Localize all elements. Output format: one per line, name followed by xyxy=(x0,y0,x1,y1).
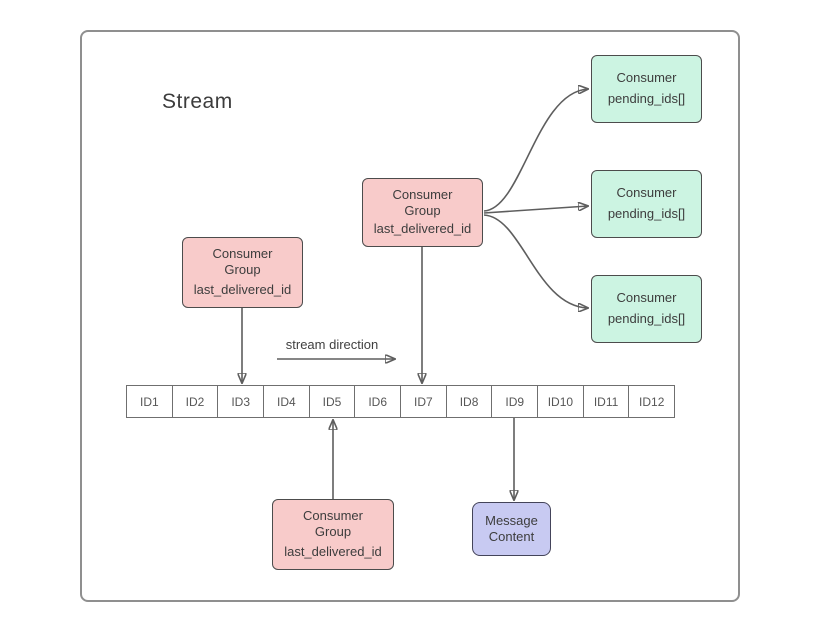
consumer-box-2: Consumer pending_ids[] xyxy=(591,170,702,238)
message-content-line2: Content xyxy=(488,529,535,544)
stream-id-cell: ID11 xyxy=(582,386,629,417)
consumer-box-1: Consumer pending_ids[] xyxy=(591,55,702,123)
stream-id-cell: ID12 xyxy=(628,386,675,417)
last-delivered-id-field: last_delivered_id xyxy=(193,282,292,297)
consumer-group-title-line2: Group xyxy=(314,524,352,539)
consumer-title: Consumer xyxy=(616,185,677,200)
consumer-group-title: Consumer Group xyxy=(393,185,453,219)
consumer-title: Consumer xyxy=(616,290,677,305)
stream-id-row: ID1 ID2 ID3 ID4 ID5 ID6 ID7 ID8 ID9 ID10… xyxy=(126,385,675,418)
stream-id-cell: ID1 xyxy=(127,386,172,417)
last-delivered-id-field: last_delivered_id xyxy=(373,221,472,236)
pending-ids-field: pending_ids[] xyxy=(607,91,686,106)
stream-id-cell: ID6 xyxy=(354,386,401,417)
consumer-group-left: Consumer Group last_delivered_id xyxy=(182,237,303,308)
consumer-box-3: Consumer pending_ids[] xyxy=(591,275,702,343)
stream-direction-label: stream direction xyxy=(285,337,379,352)
stream-id-cell: ID4 xyxy=(263,386,309,417)
consumer-group-title-line1: Consumer xyxy=(303,508,363,523)
pending-ids-field: pending_ids[] xyxy=(607,206,686,221)
stream-id-cell: ID5 xyxy=(308,386,355,417)
message-content-line1: Message xyxy=(485,513,538,528)
consumer-group-title-line2: Group xyxy=(224,262,261,277)
stream-id-cell: ID7 xyxy=(400,386,446,417)
last-delivered-id-field: last_delivered_id xyxy=(284,544,382,559)
consumer-group-title-line1: Consumer xyxy=(392,187,453,202)
consumer-group-title: Consumer Group xyxy=(213,244,273,278)
stream-id-cell: ID3 xyxy=(217,386,264,417)
consumer-group-title: Consumer Group xyxy=(303,506,363,540)
consumer-title: Consumer xyxy=(616,70,677,85)
consumer-group-title-line1: Consumer xyxy=(212,246,273,261)
stream-id-cell: ID10 xyxy=(537,386,583,417)
stream-title: Stream xyxy=(162,90,233,113)
consumer-group-title-line2: Group xyxy=(404,203,441,218)
consumer-group-bottom: Consumer Group last_delivered_id xyxy=(272,499,394,570)
message-content-box: Message Content xyxy=(472,502,551,556)
stream-id-cell: ID9 xyxy=(491,386,538,417)
consumer-group-middle: Consumer Group last_delivered_id xyxy=(362,178,483,247)
stream-id-cell: ID2 xyxy=(171,386,218,417)
stream-id-cell: ID8 xyxy=(445,386,492,417)
pending-ids-field: pending_ids[] xyxy=(607,311,686,326)
